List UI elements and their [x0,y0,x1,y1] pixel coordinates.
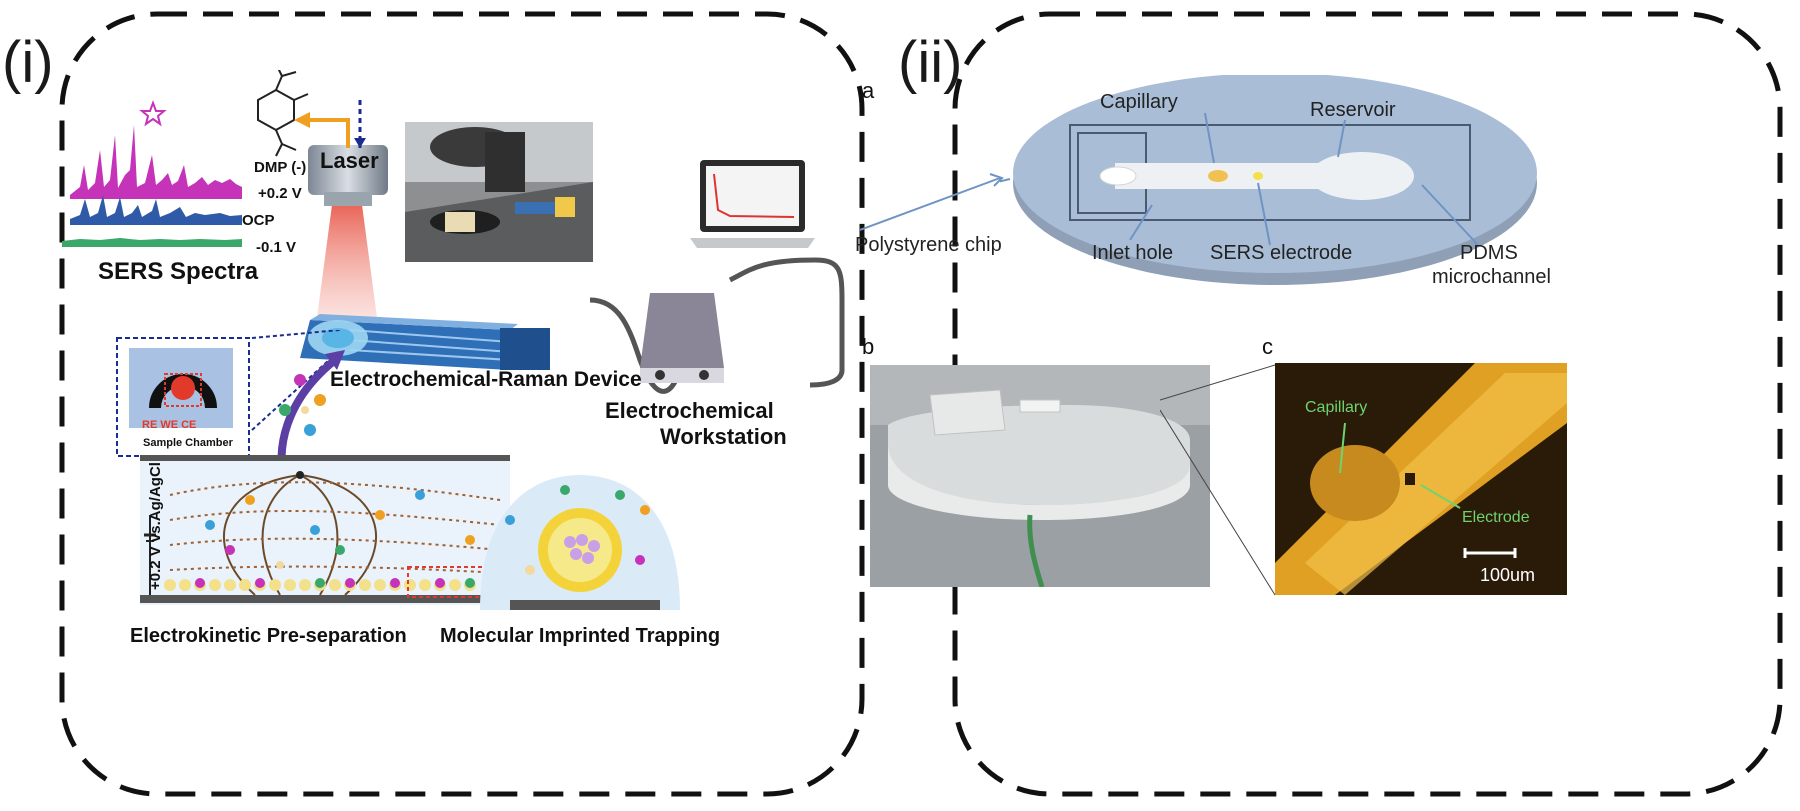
workstation-label-line1: Electrochemical [605,398,774,423]
dmp-label: DMP (-) [254,159,307,176]
electrode-labels: RE WE CE [142,419,197,431]
panel-i-label: (i) [2,30,54,95]
spectrum-trace-ocp [70,195,242,225]
zoom-callout-lines [1160,364,1276,596]
chip-label-pdms-line2: microchannel [1432,266,1551,288]
preseparation-label: Electrokinetic Pre-separation [130,625,407,647]
electrochemical-raman-device [300,314,550,370]
chip-photo [870,365,1210,587]
subpanel-a-label: a [862,78,875,103]
preseparation-diagram [140,455,510,605]
workstation-icon [640,293,724,383]
microscope-photo [405,122,593,262]
subpanel-c-label: c [1262,334,1273,359]
workstation-label-line2: Workstation [660,424,787,449]
chip-label-pdms-line1: PDMS [1460,242,1518,264]
micro-label-electrode: Electrode [1462,509,1530,526]
panel-ii-label: (ii) [898,30,963,95]
sample-chamber-label: Sample Chamber [143,437,233,449]
potential-label: +0.2 V vs.Ag/AgCl [147,462,164,590]
micro-scale-label: 100um [1480,565,1536,585]
sers-spectra-title: SERS Spectra [98,258,259,285]
chip-label-sers: SERS electrode [1210,242,1353,264]
sers-spectra-plot [62,100,242,247]
spectrum-trace-minus01 [62,238,242,247]
panel-i-border [59,11,865,797]
subpanel-b-label: b [862,334,875,359]
imprinted-trapping-diagram [480,475,680,610]
device-label: Electrochemical-Raman Device [330,368,642,391]
chip-schematic [1000,75,1537,285]
chip-label-capillary: Capillary [1100,91,1178,113]
chip-label-polystyrene: Polystyrene chip [855,234,1002,256]
chip-label-inlet: Inlet hole [1092,242,1174,264]
sample-chamber-inset [116,337,250,457]
micro-label-capillary: Capillary [1305,399,1368,416]
star-marker [139,100,167,127]
polystyrene-arrow [860,173,1004,231]
trace-label-minus01: -0.1 V [256,239,297,256]
trapping-label: Molecular Imprinted Trapping [440,625,721,647]
laptop-icon [690,160,815,248]
chip-label-reservoir: Reservoir [1310,99,1396,121]
micrograph-photo [1275,363,1567,595]
trace-label-plus02: +0.2 V [258,185,302,202]
laser-assembly [294,100,388,340]
cables [589,257,845,394]
laser-label: Laser [320,148,379,173]
trace-label-ocp: OCP [242,212,275,229]
spectrum-trace-plus02 [70,125,242,199]
